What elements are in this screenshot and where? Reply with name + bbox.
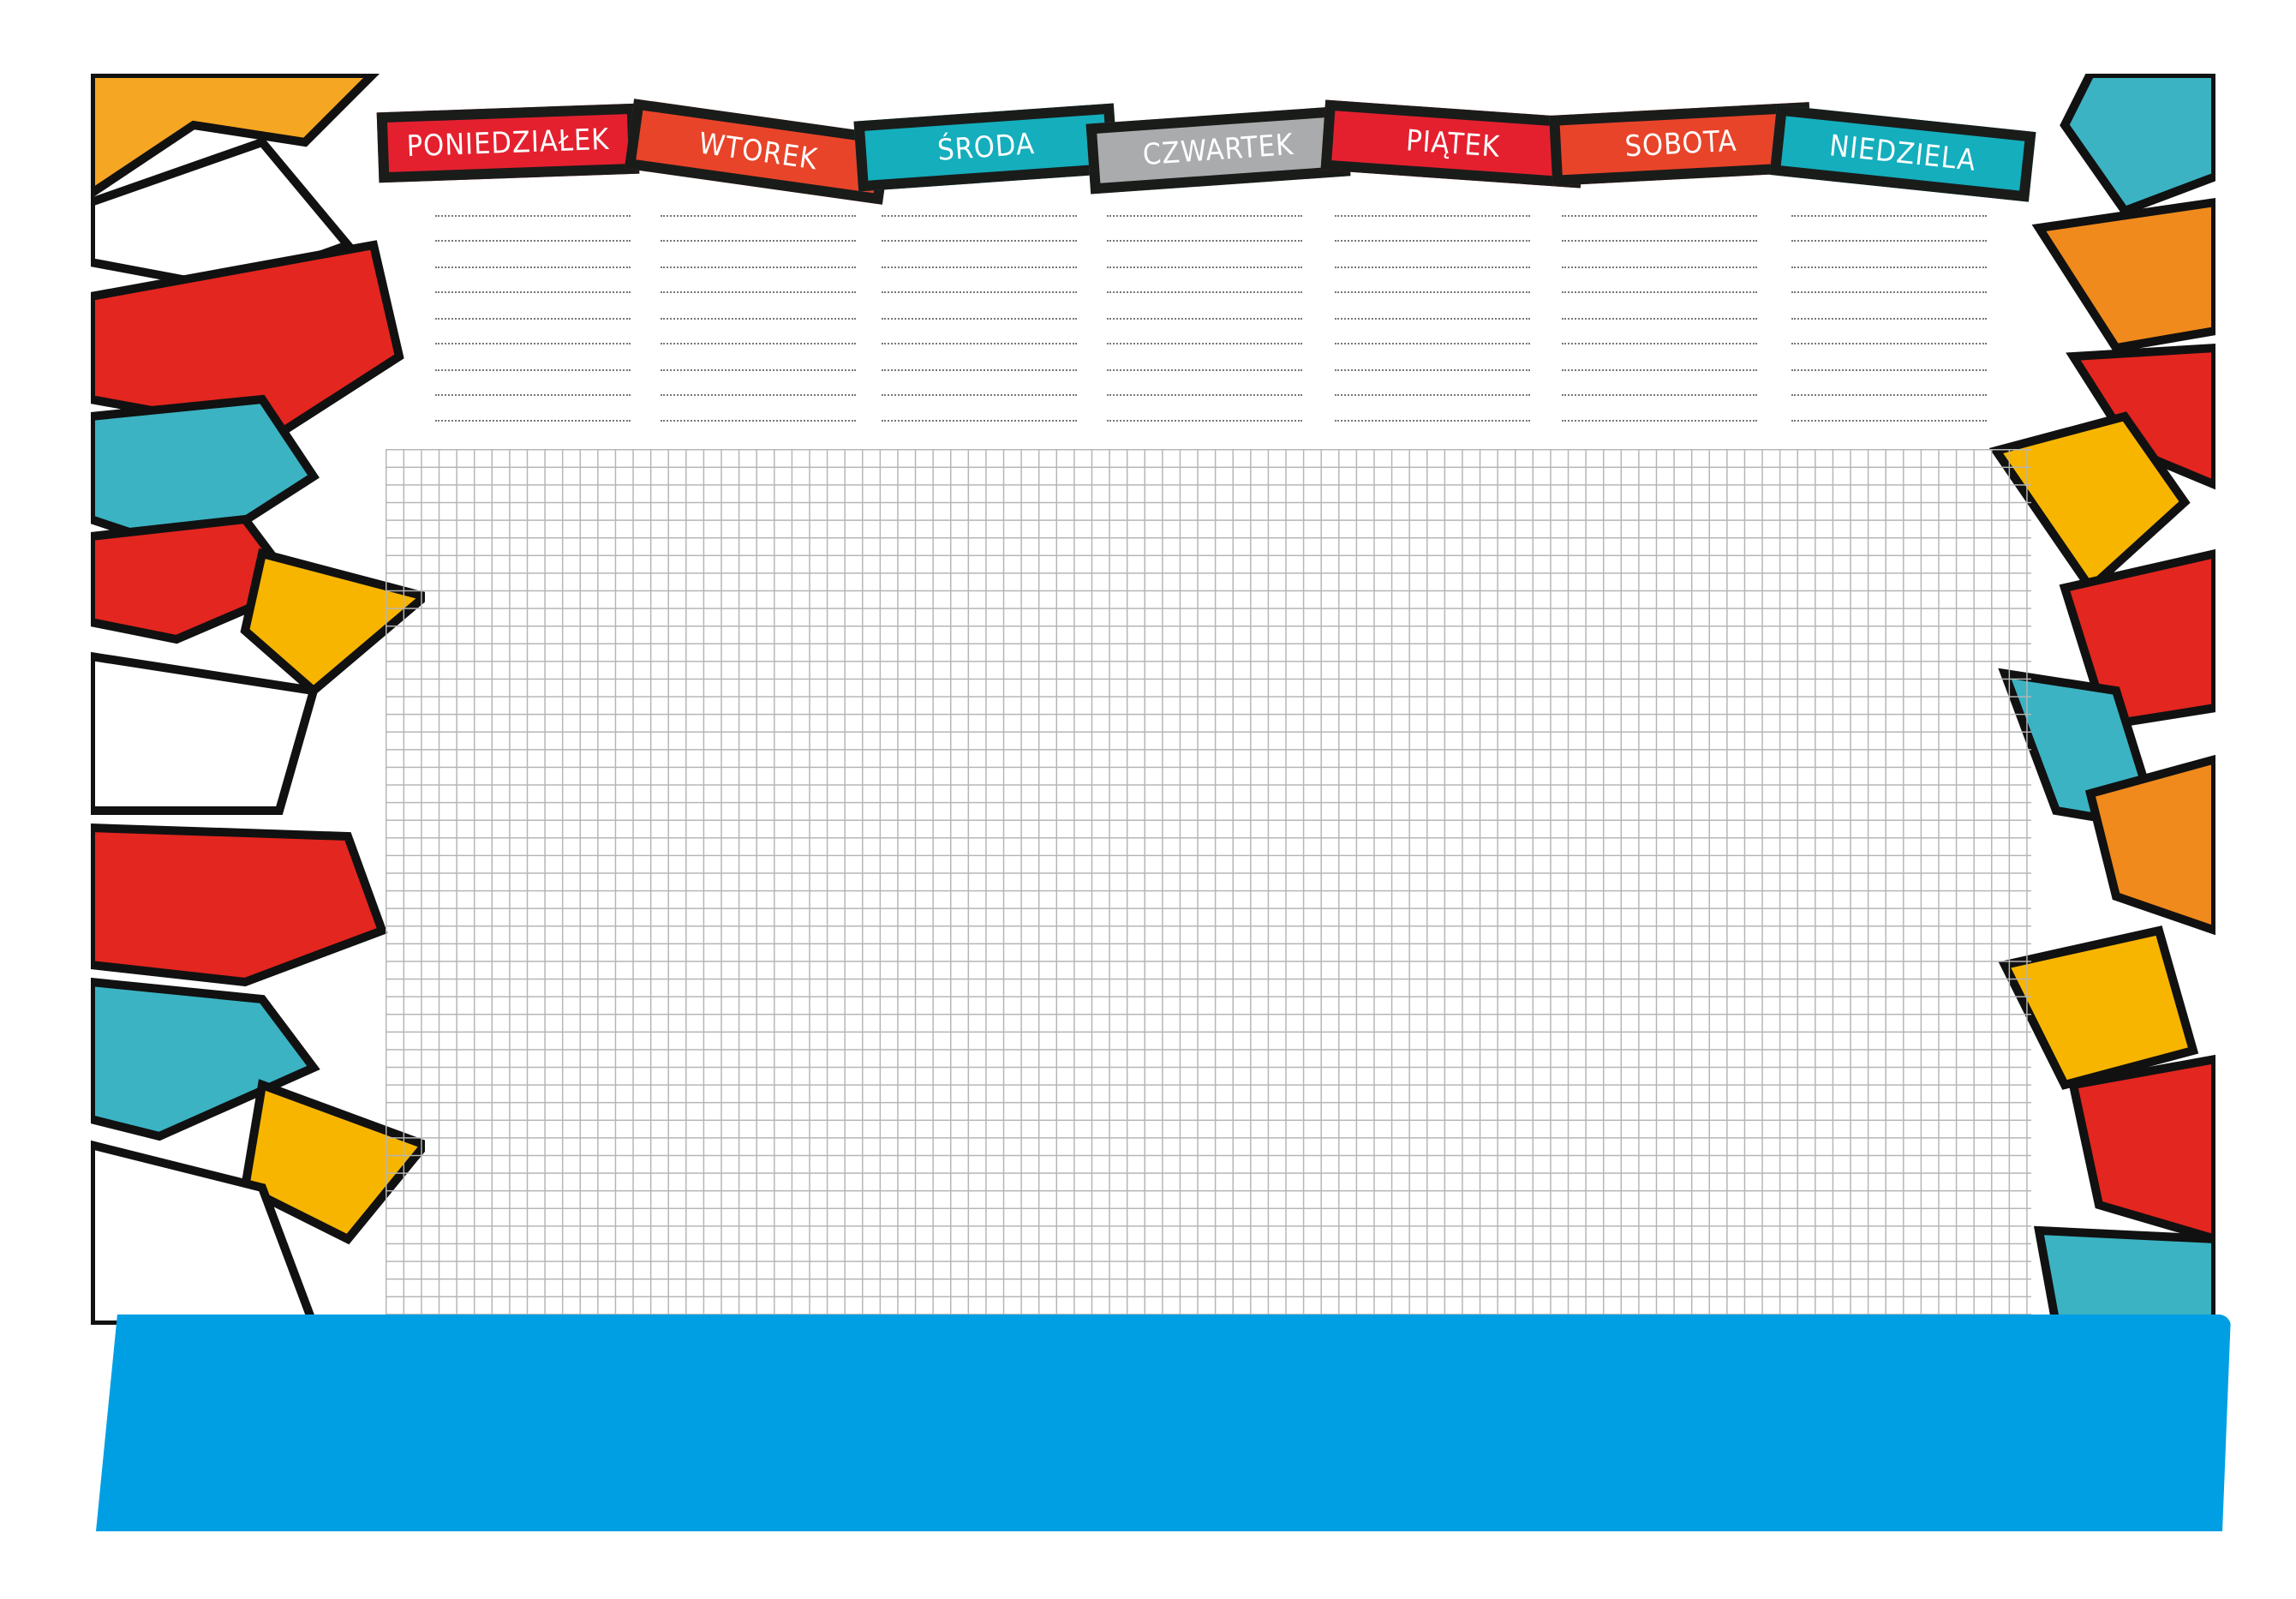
note-line[interactable] <box>661 266 856 268</box>
note-line[interactable] <box>661 291 856 293</box>
note-line[interactable] <box>1562 266 1757 268</box>
note-line[interactable] <box>1335 369 1530 371</box>
note-line[interactable] <box>1335 394 1530 396</box>
note-line[interactable] <box>435 343 631 344</box>
note-line[interactable] <box>1335 266 1530 268</box>
note-line[interactable] <box>435 318 631 320</box>
note-line[interactable] <box>882 291 1077 293</box>
note-line[interactable] <box>1107 291 1302 293</box>
note-line[interactable] <box>1562 394 1757 396</box>
note-line[interactable] <box>882 266 1077 268</box>
note-line[interactable] <box>435 369 631 371</box>
note-line[interactable] <box>661 420 856 422</box>
grid-notes-area[interactable] <box>386 449 2031 1315</box>
note-line[interactable] <box>1107 266 1302 268</box>
note-line[interactable] <box>1791 215 1987 217</box>
note-line[interactable] <box>435 394 631 396</box>
note-line[interactable] <box>661 394 856 396</box>
note-line[interactable] <box>1335 343 1530 344</box>
note-line[interactable] <box>1791 369 1987 371</box>
note-line[interactable] <box>435 420 631 422</box>
note-line[interactable] <box>882 369 1077 371</box>
note-line[interactable] <box>882 215 1077 217</box>
note-line[interactable] <box>1562 291 1757 293</box>
note-line[interactable] <box>661 318 856 320</box>
graffiti-border-left <box>91 74 425 1325</box>
note-line[interactable] <box>882 394 1077 396</box>
note-line[interactable] <box>1107 318 1302 320</box>
note-line[interactable] <box>1791 266 1987 268</box>
note-line[interactable] <box>1335 291 1530 293</box>
note-line[interactable] <box>1562 343 1757 344</box>
note-line[interactable] <box>882 240 1077 242</box>
note-line[interactable] <box>1791 291 1987 293</box>
day-label-0: PONIEDZIAŁEK <box>376 103 640 183</box>
note-line[interactable] <box>1562 318 1757 320</box>
note-line[interactable] <box>1335 420 1530 422</box>
note-line[interactable] <box>661 343 856 344</box>
note-line[interactable] <box>1107 343 1302 344</box>
note-line[interactable] <box>1562 240 1757 242</box>
note-line[interactable] <box>882 420 1077 422</box>
blue-bottom-band <box>96 1315 2231 1531</box>
note-line[interactable] <box>1335 318 1530 320</box>
note-line[interactable] <box>435 240 631 242</box>
note-line[interactable] <box>1791 420 1987 422</box>
note-line[interactable] <box>1107 215 1302 217</box>
note-line[interactable] <box>661 215 856 217</box>
note-line[interactable] <box>1107 240 1302 242</box>
note-line[interactable] <box>661 240 856 242</box>
note-line[interactable] <box>1562 215 1757 217</box>
note-line[interactable] <box>882 343 1077 344</box>
note-line[interactable] <box>1791 240 1987 242</box>
note-line[interactable] <box>435 266 631 268</box>
graffiti-border-right <box>1988 74 2215 1325</box>
note-line[interactable] <box>1791 318 1987 320</box>
note-line[interactable] <box>1107 369 1302 371</box>
note-line[interactable] <box>1791 394 1987 396</box>
note-line[interactable] <box>1107 420 1302 422</box>
note-line[interactable] <box>1335 240 1530 242</box>
note-line[interactable] <box>435 215 631 217</box>
note-line[interactable] <box>1107 394 1302 396</box>
note-line[interactable] <box>882 318 1077 320</box>
note-line[interactable] <box>1562 369 1757 371</box>
note-line[interactable] <box>1562 420 1757 422</box>
note-line[interactable] <box>1335 215 1530 217</box>
note-line[interactable] <box>435 291 631 293</box>
note-line[interactable] <box>1791 343 1987 344</box>
note-line[interactable] <box>661 369 856 371</box>
